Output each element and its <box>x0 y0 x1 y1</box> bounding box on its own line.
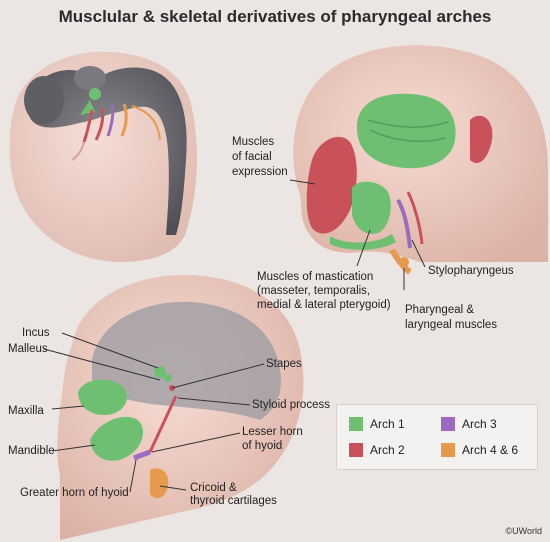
label-malleus: Malleus <box>8 343 48 355</box>
embryo-illustration <box>9 51 197 262</box>
line-greater-horn <box>129 459 137 493</box>
line-malleus <box>43 348 161 381</box>
label-lesser-2: of hyoid <box>242 440 283 452</box>
infant-head-muscles <box>293 45 548 275</box>
line-lesser-horn <box>151 432 241 453</box>
label-mastication-2: (masseter, temporalis, <box>257 285 371 297</box>
legend: Arch 1 Arch 3 Arch 2 Arch 4 & 6 <box>336 404 538 470</box>
label-greater-horn: Greater horn of hyoid <box>20 487 129 499</box>
line-facial <box>289 179 316 185</box>
leader-lines <box>43 179 426 493</box>
legend-label-arch2: Arch 2 <box>370 443 405 457</box>
line-cricoid <box>159 485 187 491</box>
line-stylopharyngeus <box>411 239 426 268</box>
line-mastication <box>356 229 371 267</box>
label-facial-2: of facial <box>232 151 272 163</box>
label-maxilla: Maxilla <box>8 405 44 417</box>
label-styloid: Styloid process <box>252 399 330 411</box>
line-stapes <box>171 363 265 389</box>
label-facial-3: expression <box>232 166 288 178</box>
legend-label-arch1: Arch 1 <box>370 417 405 431</box>
label-lesser-1: Lesser horn <box>242 426 303 438</box>
label-mandible: Mandible <box>8 445 55 457</box>
label-stylopharyngeus: Stylopharyngeus <box>428 265 514 277</box>
label-facial-1: Muscles <box>232 136 275 148</box>
infant-head-skeleton <box>57 275 304 540</box>
copyright: ©UWorld <box>505 526 542 536</box>
legend-swatch-arch46 <box>441 443 455 457</box>
legend-item-arch46: Arch 4 & 6 <box>441 443 518 457</box>
legend-label-arch46: Arch 4 & 6 <box>462 443 519 457</box>
legend-swatch-arch3 <box>441 417 455 431</box>
legend-item-arch2: Arch 2 <box>349 443 405 457</box>
label-pharyngeal-1: Pharyngeal & <box>405 304 475 316</box>
line-mandible <box>51 444 96 452</box>
page-title: Musclular & skeletal derivatives of phar… <box>58 7 492 26</box>
label-cricoid-2: thyroid cartilages <box>190 495 277 507</box>
legend-swatch-arch1 <box>349 417 363 431</box>
line-styloid <box>177 397 251 406</box>
label-mastication-1: Muscles of mastication <box>257 271 374 283</box>
label-cricoid-1: Cricoid & <box>190 482 237 494</box>
legend-label-arch3: Arch 3 <box>462 417 497 431</box>
line-maxilla <box>51 405 85 410</box>
label-pharyngeal-2: laryngeal muscles <box>405 319 498 331</box>
legend-swatch-arch2 <box>349 443 363 457</box>
legend-item-arch1: Arch 1 <box>349 417 405 431</box>
line-incus <box>61 332 159 369</box>
label-mastication-3: medial & lateral pterygoid) <box>257 299 391 311</box>
legend-item-arch3: Arch 3 <box>441 417 497 431</box>
label-incus: Incus <box>22 327 50 339</box>
label-stapes: Stapes <box>266 358 302 370</box>
